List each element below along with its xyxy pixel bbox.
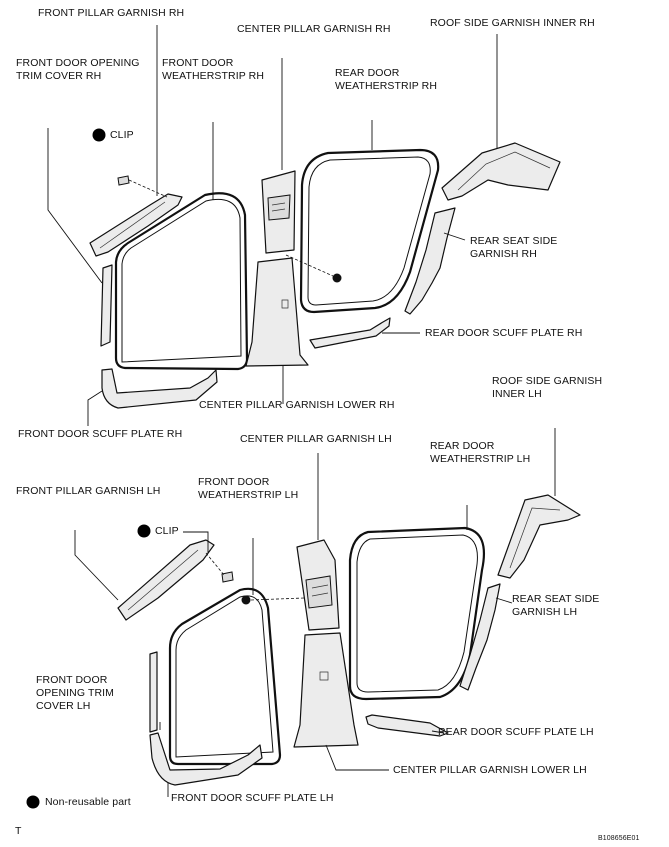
label-center-pillar-garnish-lower-lh: CENTER PILLAR GARNISH LOWER LH bbox=[393, 764, 587, 776]
label-front-door-opening-trim-cover-lh: FRONT DOOR OPENING TRIM COVER LH bbox=[36, 674, 115, 712]
clip-rh-center bbox=[285, 254, 342, 283]
roof-side-garnish-inner-rh bbox=[441, 142, 561, 201]
clip-rh-front bbox=[117, 175, 168, 198]
front-door-scuff-plate-lh bbox=[149, 732, 263, 786]
center-pillar-garnish-lower-lh bbox=[293, 632, 359, 748]
clip-lh-center bbox=[241, 595, 305, 605]
front-door-weatherstrip-rh bbox=[114, 192, 249, 371]
label-rear-door-scuff-plate-rh: REAR DOOR SCUFF PLATE RH bbox=[425, 327, 583, 339]
label-front-pillar-garnish-lh: FRONT PILLAR GARNISH LH bbox=[16, 485, 161, 497]
clip-lh-front bbox=[205, 552, 234, 583]
label-clip-top: CLIP bbox=[110, 129, 134, 141]
rear-door-scuff-plate-lh bbox=[365, 714, 449, 737]
rear-door-scuff-plate-rh bbox=[309, 317, 391, 349]
label-rear-door-weatherstrip-rh: REAR DOOR WEATHERSTRIP RH bbox=[335, 67, 438, 92]
label-front-door-opening-trim-cover-rh: FRONT DOOR OPENING TRIM COVER RH bbox=[16, 57, 140, 82]
label-front-door-weatherstrip-rh: FRONT DOOR WEATHERSTRIP RH bbox=[162, 57, 265, 82]
front-pillar-garnish-lh bbox=[117, 539, 215, 621]
center-pillar-garnish-lower-rh bbox=[245, 257, 309, 367]
center-pillar-garnish-lh bbox=[296, 539, 340, 631]
label-center-pillar-garnish-rh: CENTER PILLAR GARNISH RH bbox=[237, 23, 391, 35]
non-reusable-dot-bottom bbox=[137, 524, 151, 538]
label-center-pillar-garnish-lower-rh: CENTER PILLAR GARNISH LOWER RH bbox=[199, 399, 395, 411]
label-rear-door-weatherstrip-lh: REAR DOOR WEATHERSTRIP LH bbox=[430, 440, 531, 465]
non-reusable-legend-dot bbox=[26, 795, 40, 809]
figure-code: B108656E01 bbox=[598, 835, 640, 842]
rear-seat-side-garnish-rh bbox=[404, 207, 456, 315]
front-pillar-garnish-rh bbox=[89, 193, 183, 257]
label-rear-seat-side-garnish-rh: REAR SEAT SIDE GARNISH RH bbox=[470, 235, 558, 260]
front-door-weatherstrip-lh bbox=[168, 587, 282, 766]
front-door-opening-trim-cover-lh bbox=[149, 651, 158, 733]
center-pillar-garnish-rh bbox=[261, 170, 296, 254]
rear-door-weatherstrip-rh bbox=[299, 148, 440, 314]
roof-side-garnish-inner-lh bbox=[497, 494, 581, 579]
front-door-opening-trim-cover-rh bbox=[100, 264, 113, 347]
front-door-scuff-plate-rh bbox=[101, 368, 218, 409]
label-front-door-scuff-plate-rh: FRONT DOOR SCUFF PLATE RH bbox=[18, 428, 183, 440]
label-rear-seat-side-garnish-lh: REAR SEAT SIDE GARNISH LH bbox=[512, 593, 600, 618]
label-rear-door-scuff-plate-lh: REAR DOOR SCUFF PLATE LH bbox=[438, 726, 594, 738]
label-clip-bottom: CLIP bbox=[155, 525, 179, 537]
label-front-pillar-garnish-rh: FRONT PILLAR GARNISH RH bbox=[38, 7, 185, 19]
label-front-door-weatherstrip-lh: FRONT DOOR WEATHERSTRIP LH bbox=[198, 476, 299, 501]
label-roof-side-garnish-inner-rh: ROOF SIDE GARNISH INNER RH bbox=[430, 17, 595, 29]
non-reusable-dot-top bbox=[92, 128, 106, 142]
rear-seat-side-garnish-lh bbox=[459, 583, 501, 691]
label-front-door-scuff-plate-lh: FRONT DOOR SCUFF PLATE LH bbox=[171, 792, 334, 804]
label-roof-side-garnish-inner-lh: ROOF SIDE GARNISH INNER LH bbox=[492, 375, 603, 400]
label-center-pillar-garnish-lh: CENTER PILLAR GARNISH LH bbox=[240, 433, 392, 445]
rear-door-weatherstrip-lh bbox=[348, 526, 486, 701]
corner-mark: T bbox=[15, 825, 22, 837]
legend-non-reusable-part: Non-reusable part bbox=[45, 796, 131, 808]
